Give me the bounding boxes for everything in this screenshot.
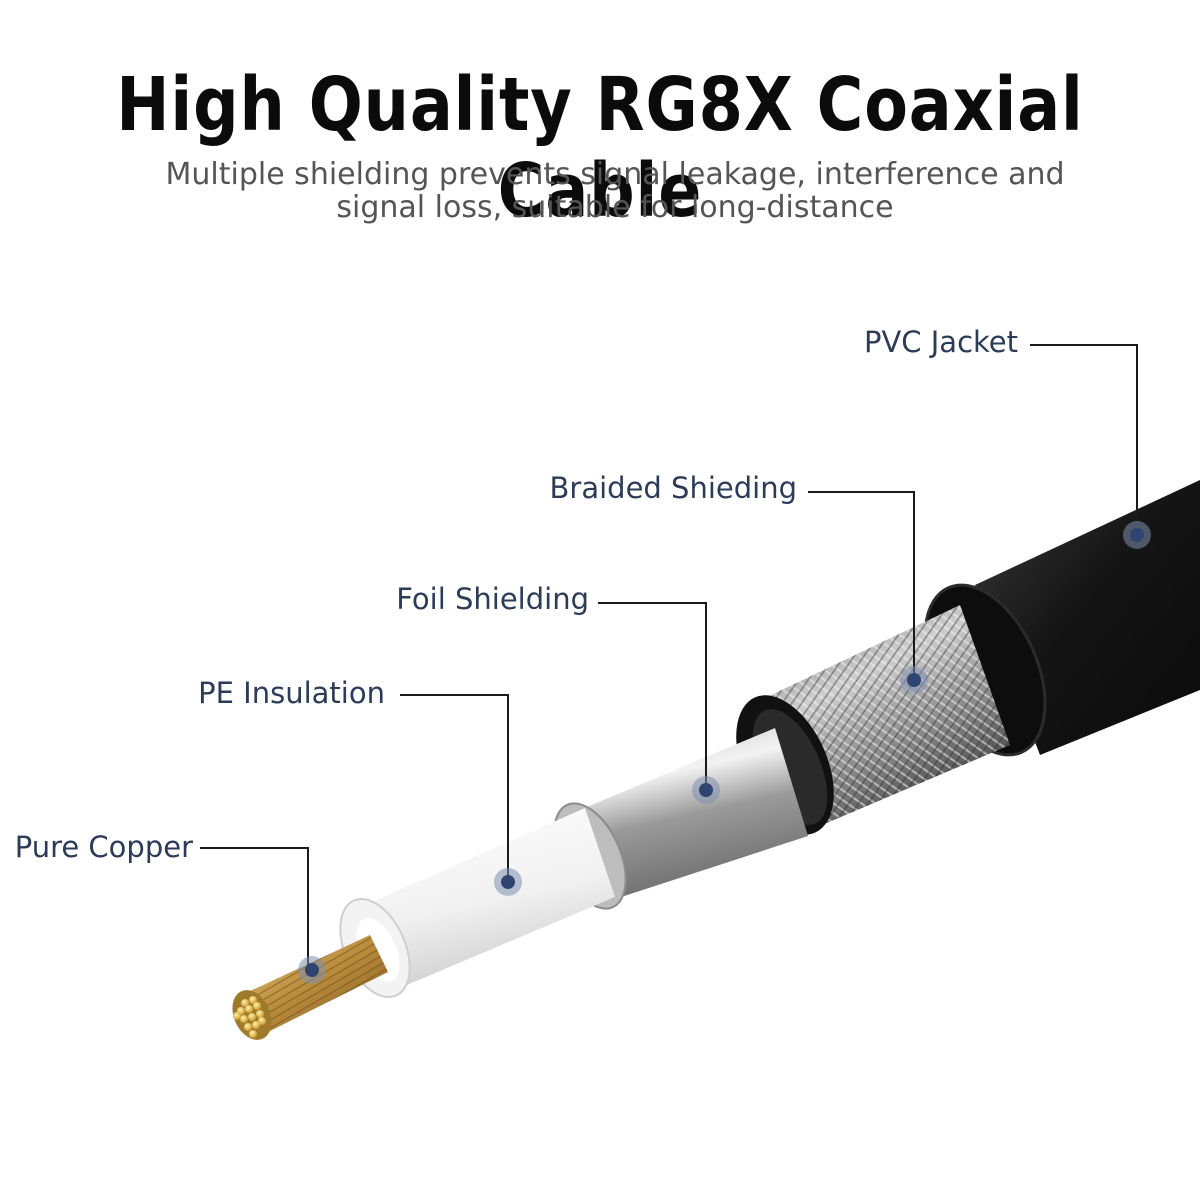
pvc-jacket-leader [1030,344,1138,535]
pvc-jacket-label: PVC Jacket [864,325,1018,359]
pe-insulation-leader [400,694,509,882]
copper-strand-ends [233,996,266,1038]
pe-insulation-label: PE Insulation [198,676,385,710]
page-subtitle: Multiple shielding prevents signal leaka… [165,157,1065,225]
pure-copper-marker [298,956,326,984]
braided-shielding-marker [900,666,928,694]
foil-shielding-marker [692,776,720,804]
pe-insulation-marker [494,868,522,896]
foil-shielding-leader [598,602,707,790]
copper-conductor [232,935,388,1040]
braided-shielding-label: Braided Shieding [550,471,797,505]
foil-shielding-label: Foil Shielding [396,582,589,616]
braided-shielding-leader [808,491,915,680]
pure-copper-leader [200,847,309,970]
pure-copper-label: Pure Copper [15,830,193,864]
page-title: High Quality RG8X Coaxial Cable [116,62,1084,234]
pvc-jacket-marker [1123,521,1151,549]
